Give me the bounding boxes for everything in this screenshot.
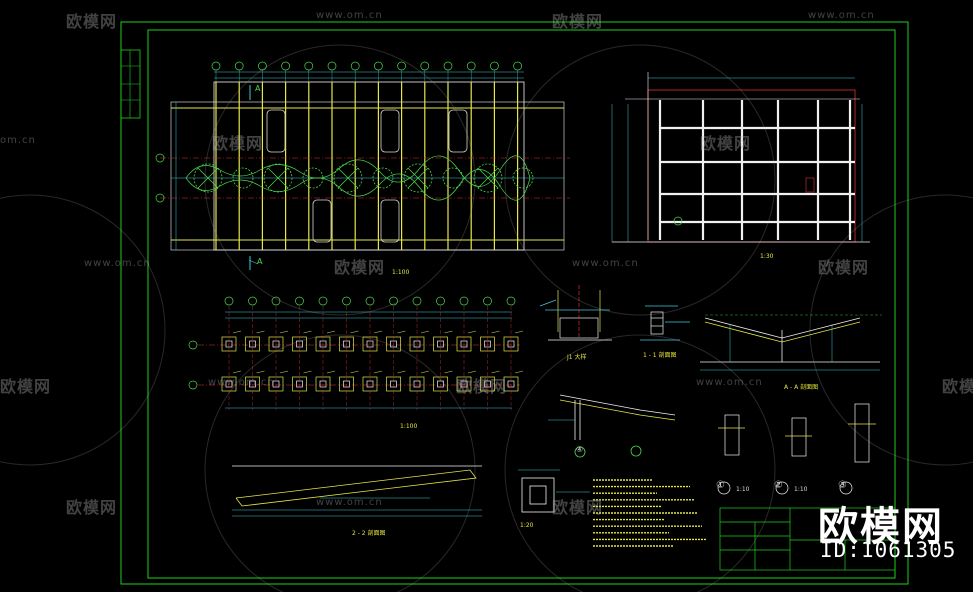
watermark-logo: 欧模网	[456, 377, 508, 396]
watermark-logo: 欧模网	[942, 377, 973, 396]
foundation-plan	[188, 296, 524, 410]
column-detail	[518, 469, 590, 513]
watermark-url: www.om.cn	[808, 10, 875, 21]
section-a-a-label: A - A 剖面图	[784, 384, 819, 391]
watermark-url: www.om.cn	[572, 258, 639, 269]
watermark-logo: 欧模网	[700, 134, 752, 153]
section-a-top-label: A	[255, 84, 261, 93]
section-2-2	[232, 465, 482, 517]
detail-2-scale: 1:10	[794, 486, 808, 493]
details-1-2-3	[717, 403, 876, 495]
watermark-logo: 欧模网	[818, 258, 870, 277]
detail-2-label: ②	[774, 480, 783, 491]
watermark-circles	[0, 44, 973, 592]
general-notes	[593, 479, 706, 547]
section-2-2-label: 2 - 2 剖面图	[352, 530, 386, 537]
inner-border	[147, 29, 896, 579]
carport-elevation	[611, 72, 870, 243]
elevation-scale: 1:30	[760, 253, 774, 260]
outer-border	[120, 21, 909, 585]
detail-1-label: ①	[716, 480, 725, 491]
section-1-1	[640, 305, 690, 341]
section-a-a	[700, 314, 882, 371]
watermark-url: om.cn	[0, 135, 36, 146]
model-id: ID:1061305	[820, 538, 957, 562]
plan-scale: 1:100	[392, 269, 410, 276]
watermark-url: www.om.cn	[84, 258, 151, 269]
section-a-bottom-label: A	[257, 257, 263, 266]
watermark-logo: 欧模网	[552, 498, 604, 517]
watermark-url: www.om.cn	[208, 377, 275, 388]
watermark-url: www.om.cn	[316, 497, 383, 508]
title-block	[719, 507, 896, 571]
detail-1-scale: 1:10	[736, 486, 750, 493]
j1-detail-label: J1 大样	[567, 354, 587, 361]
detail-3-label: ③	[838, 480, 847, 491]
watermark-logo: 欧模网	[66, 12, 118, 31]
column-detail-scale: 1:20	[520, 522, 534, 529]
section-1-1-label: 1 - 1 剖面图	[643, 352, 677, 359]
brand-logo: 欧模网	[818, 504, 944, 550]
watermark-logo: 欧模网	[552, 12, 604, 31]
detail-j1	[539, 285, 612, 341]
detail-4	[548, 394, 676, 458]
watermark-logo: 欧模网	[0, 377, 52, 396]
watermark-logo: 欧模网	[334, 258, 386, 277]
detail-4-label: ④	[576, 445, 584, 454]
foundation-scale: 1:100	[400, 423, 418, 430]
carport-roof-plan	[155, 61, 570, 270]
watermark-url: www.om.cn	[316, 10, 383, 21]
watermark-logo: 欧模网	[212, 134, 264, 153]
watermark-logo: 欧模网	[66, 498, 118, 517]
watermark-url: www.om.cn	[696, 377, 763, 388]
